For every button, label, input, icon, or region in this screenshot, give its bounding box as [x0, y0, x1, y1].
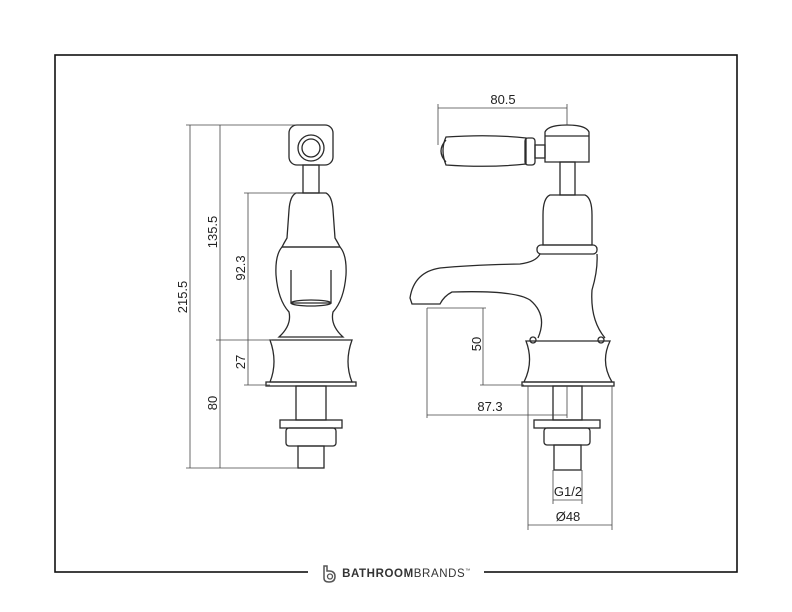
dim-handle-reach: 80.5: [490, 92, 515, 107]
dim-body-height: 92.3: [233, 255, 248, 280]
base-collar: [269, 339, 353, 383]
stem: [302, 164, 320, 194]
dim-thread: G1/2: [554, 484, 582, 499]
spout-body: [409, 253, 606, 339]
dim-shank-length: 80: [205, 396, 220, 410]
dim-upper-height: 135.5: [205, 216, 220, 249]
nut: [285, 427, 337, 447]
side-view-dimensions: 215.5 135.5 80 92.3 27: [175, 124, 300, 469]
dim-total-height: 215.5: [175, 281, 190, 314]
side-view-tap: [265, 124, 357, 469]
drawing-frame: [54, 54, 738, 573]
bell-body: [542, 194, 593, 246]
logo-text: BATHROOMBRANDS™: [342, 568, 471, 580]
tail: [553, 444, 582, 471]
bathroom-brands-logo: BATHROOMBRANDS™: [308, 564, 484, 584]
nut: [543, 427, 591, 446]
dim-spout-height: 50: [469, 337, 484, 351]
handle-head: [288, 124, 334, 166]
handle-head: [544, 124, 590, 163]
front-view-dimensions: 80.5 50 87.3 G1/2 Ø48: [426, 92, 613, 530]
dim-spout-reach: 87.3: [477, 399, 502, 414]
dim-base-height: 27: [233, 355, 248, 369]
washer: [279, 419, 343, 429]
bulb-body: [275, 246, 347, 338]
logo-b-icon: [323, 565, 336, 583]
front-view-tap: [409, 124, 615, 471]
shank: [295, 385, 327, 421]
base-collar: [522, 340, 614, 383]
tail: [297, 445, 325, 469]
dim-base-diameter: Ø48: [556, 509, 581, 524]
washer: [533, 419, 601, 429]
bell-body: [280, 192, 342, 248]
lever-handle: [442, 135, 527, 167]
stem: [559, 161, 576, 196]
